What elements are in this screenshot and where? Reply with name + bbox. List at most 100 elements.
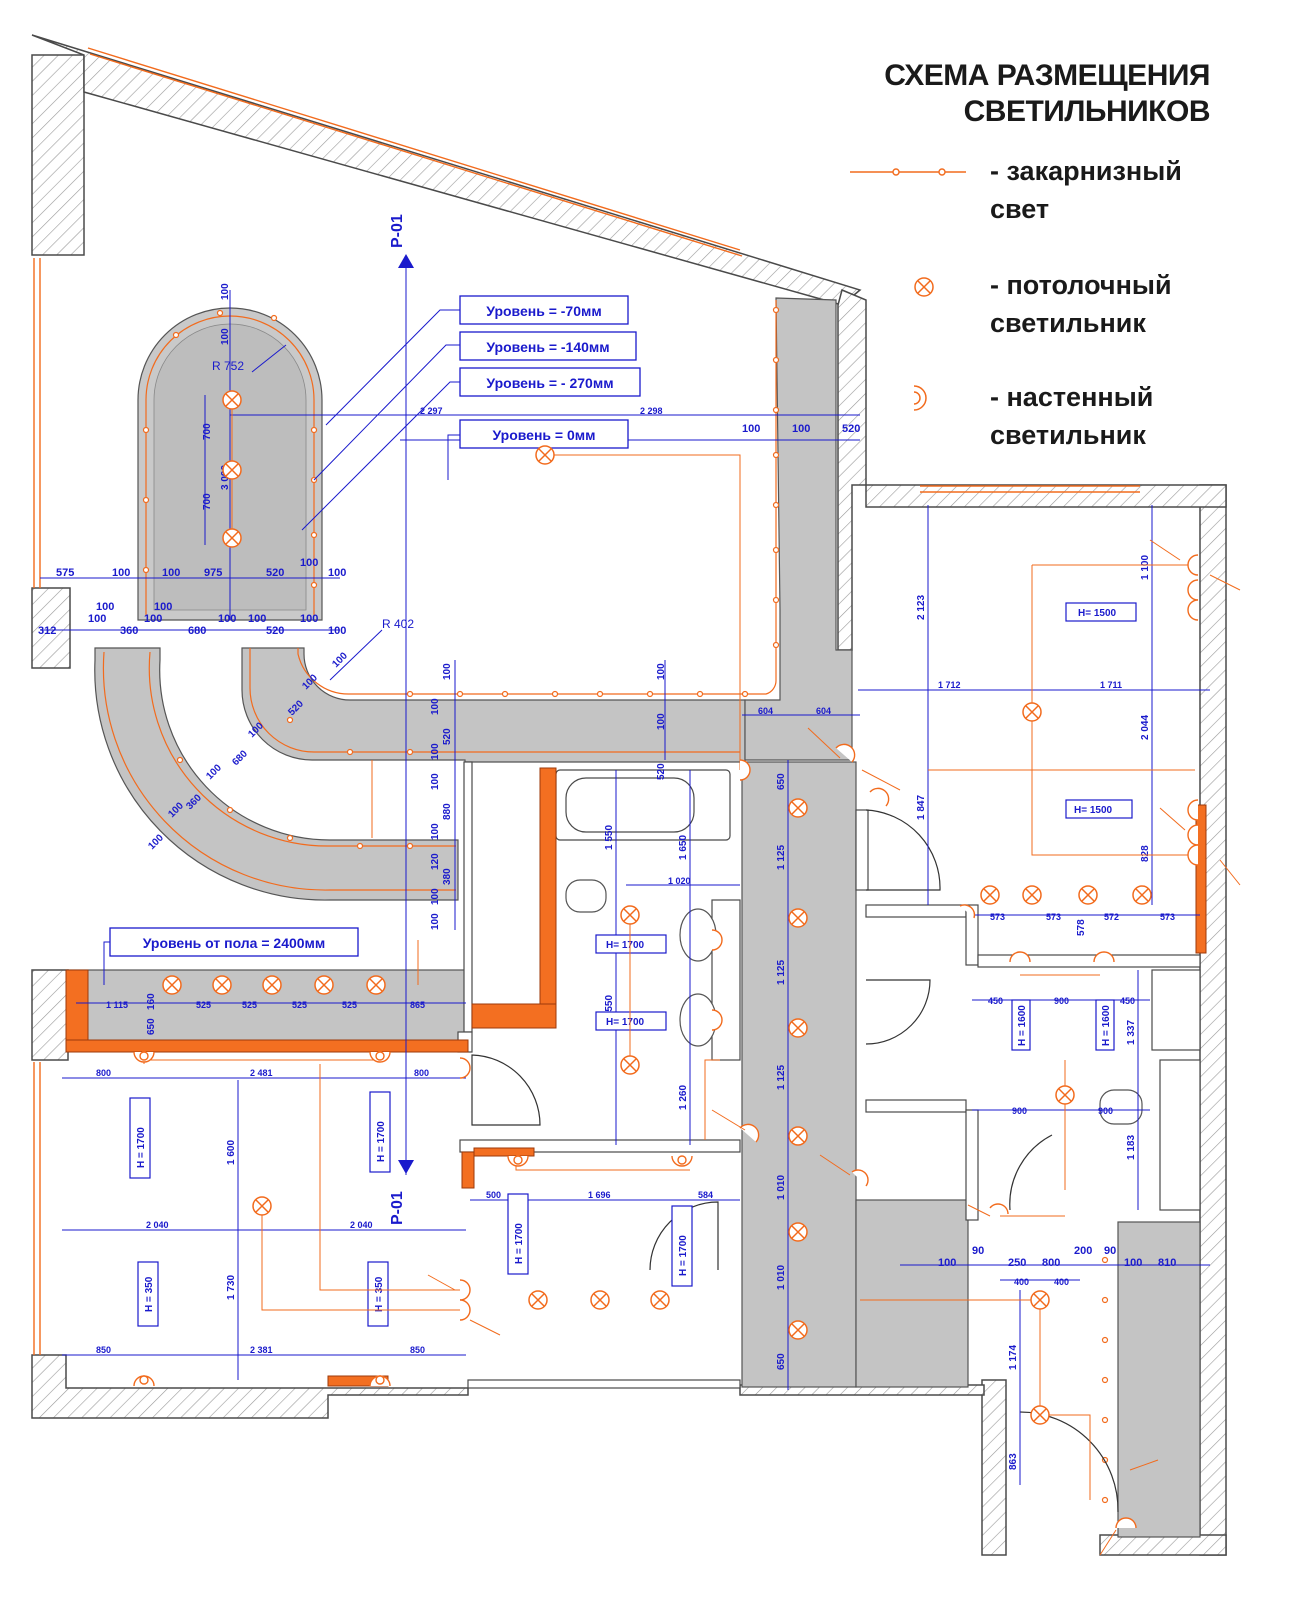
ceiling-light-icon	[222, 390, 242, 410]
wall-diagonal	[31, 34, 862, 306]
svg-text:525: 525	[196, 1000, 211, 1010]
svg-text:100: 100	[220, 283, 231, 300]
level-4: Уровень = 0мм	[492, 427, 595, 443]
legend-symbols	[850, 168, 966, 411]
svg-text:810: 810	[1158, 1257, 1176, 1269]
legend-title-line2: СВЕТИЛЬНИКОВ	[963, 95, 1211, 128]
svg-text:100: 100	[430, 888, 441, 905]
svg-text:900: 900	[1098, 1106, 1113, 1116]
ceiling-entrance	[1117, 1221, 1201, 1538]
legend-label-cornice: - закарнизный свет	[990, 156, 1182, 224]
wall-light-markers	[427, 539, 1241, 1556]
svg-text:450: 450	[1120, 996, 1135, 1006]
height-1600b: H = 1600	[1101, 1005, 1112, 1046]
level-2: Уровень = -140мм	[486, 339, 609, 355]
svg-text:1 847: 1 847	[916, 795, 927, 820]
wall-bottom-left	[31, 1354, 469, 1419]
svg-text:573: 573	[1046, 912, 1061, 922]
svg-text:100: 100	[204, 762, 224, 782]
svg-text:575: 575	[56, 567, 74, 579]
svg-text:1 010: 1 010	[776, 1175, 787, 1200]
svg-text:1 125: 1 125	[776, 845, 787, 870]
svg-text:100: 100	[300, 613, 318, 625]
legend-title-line1: СХЕМА РАЗМЕЩЕНИЯ	[884, 59, 1210, 92]
partitions	[457, 761, 1201, 1389]
ceiling-lights	[162, 390, 1152, 1425]
ceiling-light-icon	[914, 277, 934, 297]
section-bottom: Р-01	[389, 1191, 406, 1225]
svg-text:100: 100	[300, 557, 318, 569]
svg-text:1 337: 1 337	[1126, 1020, 1137, 1045]
dimension-texts: 575 100 100 975 520 100 100 312 100 100 …	[38, 406, 1176, 1355]
svg-text:650: 650	[776, 773, 787, 790]
height-350b: H = 350	[374, 1276, 385, 1312]
svg-text:1 550: 1 550	[604, 995, 615, 1020]
svg-text:1 100: 1 100	[1140, 555, 1151, 580]
svg-text:520: 520	[266, 625, 284, 637]
svg-text:604: 604	[758, 706, 773, 716]
svg-text:520: 520	[656, 763, 667, 780]
svg-text:100: 100	[328, 567, 346, 579]
fixtures	[565, 879, 1143, 1125]
svg-text:2 040: 2 040	[350, 1220, 373, 1230]
wall-entrance-bottom	[1099, 1534, 1227, 1556]
svg-text:100: 100	[742, 423, 760, 435]
svg-text:100: 100	[218, 613, 236, 625]
svg-text:100: 100	[430, 698, 441, 715]
svg-text:975: 975	[204, 567, 222, 579]
svg-text:100: 100	[146, 832, 166, 852]
svg-text:800: 800	[414, 1068, 429, 1078]
dimension-texts-vertical: 100 100 700 3 000 700 100 100 520 100 10…	[146, 283, 1151, 1470]
svg-text:1 260: 1 260	[678, 1085, 689, 1110]
svg-text:520: 520	[442, 728, 453, 745]
svg-text:578: 578	[1076, 919, 1087, 936]
level-boxes	[109, 295, 641, 957]
svg-text:90: 90	[972, 1245, 984, 1257]
dimension-lines	[40, 255, 1210, 1485]
level-leaders	[103, 309, 460, 985]
svg-text:100: 100	[328, 625, 346, 637]
wall-right-upper	[837, 288, 867, 651]
svg-text:1 125: 1 125	[776, 1065, 787, 1090]
height-1600a: H = 1600	[1017, 1005, 1028, 1046]
svg-text:90: 90	[1104, 1245, 1116, 1257]
height-1700b: H= 1700	[606, 1017, 645, 1028]
height-1700d: H = 1700	[376, 1121, 387, 1162]
svg-text:400: 400	[1014, 1277, 1029, 1287]
svg-text:573: 573	[990, 912, 1005, 922]
svg-text:100: 100	[938, 1257, 956, 1269]
svg-text:100: 100	[430, 823, 441, 840]
svg-text:450: 450	[988, 996, 1003, 1006]
wall-right	[1199, 484, 1227, 1556]
ceiling-curve	[94, 647, 459, 901]
svg-text:100: 100	[162, 567, 180, 579]
height-1500a: H= 1500	[1078, 608, 1117, 619]
svg-text:100: 100	[88, 613, 106, 625]
section-markers	[398, 254, 414, 1174]
wall-lights	[133, 554, 1199, 1529]
svg-text:380: 380	[442, 868, 453, 885]
windows	[33, 47, 1140, 1355]
svg-text:100: 100	[248, 613, 266, 625]
ceiling-right-band	[744, 297, 853, 761]
level-3: Уровень = - 270мм	[486, 375, 613, 391]
svg-text:312: 312	[38, 625, 56, 637]
svg-text:100: 100	[112, 567, 130, 579]
svg-text:1 550: 1 550	[604, 825, 615, 850]
walls	[31, 34, 1227, 1556]
svg-text:863: 863	[1008, 1453, 1019, 1470]
svg-text:160: 160	[146, 993, 157, 1010]
svg-text:100: 100	[442, 663, 453, 680]
svg-text:525: 525	[292, 1000, 307, 1010]
section-top: Р-01	[389, 214, 406, 248]
svg-text:120: 120	[430, 853, 441, 870]
svg-text:900: 900	[1054, 996, 1069, 1006]
svg-text:573: 573	[1160, 912, 1175, 922]
svg-text:2 481: 2 481	[250, 1068, 273, 1078]
svg-text:100: 100	[1124, 1257, 1142, 1269]
svg-text:604: 604	[816, 706, 831, 716]
svg-text:700: 700	[202, 423, 213, 440]
svg-text:865: 865	[410, 1000, 425, 1010]
svg-text:100: 100	[330, 650, 350, 670]
